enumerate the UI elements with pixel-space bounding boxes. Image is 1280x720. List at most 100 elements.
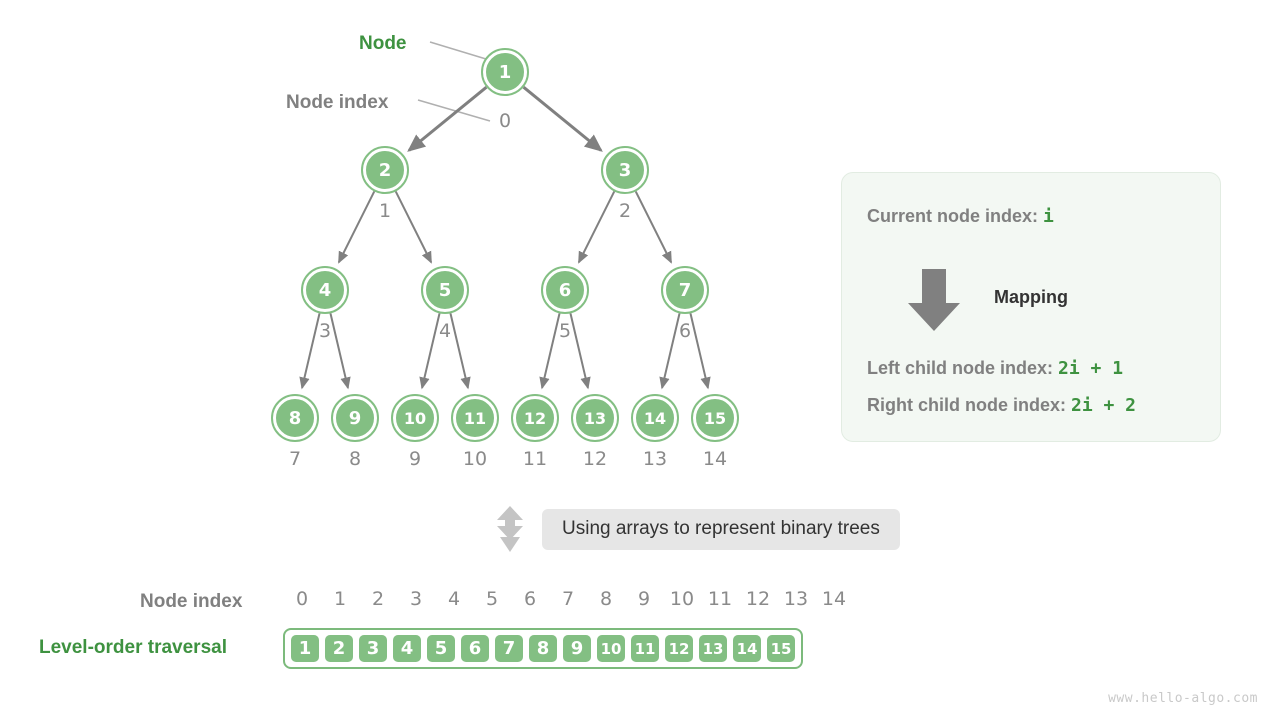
tree-node: 4	[301, 266, 349, 314]
tree-node-circle	[604, 149, 646, 191]
array-index-cell: 14	[821, 588, 847, 610]
tree-node-index-label: 9	[409, 448, 421, 470]
array-index-cell: 6	[523, 588, 537, 610]
tree-node: 1	[481, 48, 529, 96]
tree-node: 8	[271, 394, 319, 442]
tree-edge	[299, 313, 321, 390]
tree-node-ring	[391, 394, 439, 442]
mapping-label: Mapping	[994, 287, 1068, 307]
array-index-cell: 11	[707, 588, 733, 610]
tree-edge	[522, 86, 603, 152]
tree-node-value: 13	[584, 409, 606, 428]
tree-node: 10	[391, 394, 439, 442]
tree-node-circle	[634, 397, 676, 439]
left-child-value: 2i + 1	[1058, 358, 1124, 379]
tree-node-circle	[454, 397, 496, 439]
tree-node-ring	[691, 394, 739, 442]
tree-node-index-label: 8	[349, 448, 361, 470]
array-index-cell: 1	[333, 588, 347, 610]
tree-node-value: 4	[319, 280, 332, 301]
array-index-cell: 9	[637, 588, 651, 610]
tree-node-index-label: 7	[289, 448, 301, 470]
tree-node-index-label: 11	[523, 448, 547, 470]
array-value-cell: 2	[323, 633, 355, 664]
tree-node: 12	[511, 394, 559, 442]
down-arrow-icon	[908, 269, 960, 331]
array-value-cell: 4	[391, 633, 423, 664]
array-value-cell: 3	[357, 633, 389, 664]
tree-edge	[407, 86, 488, 152]
tree-node: 6	[541, 266, 589, 314]
tree-node-index-label: 12	[583, 448, 607, 470]
tree-node-value: 2	[379, 160, 392, 181]
tree-edge	[577, 191, 616, 264]
tree-node-value: 7	[679, 280, 692, 301]
level-order-traversal-label: Level-order traversal	[39, 637, 227, 658]
tree-node-index-label: 3	[319, 320, 331, 342]
array-index-cell: 13	[783, 588, 809, 610]
array-node-index-label: Node index	[140, 591, 243, 612]
tree-node: 2	[361, 146, 409, 194]
array-value-cell: 6	[459, 633, 491, 664]
tree-node-value: 5	[439, 280, 452, 301]
colon-separator: :	[1047, 358, 1059, 378]
tree-edge	[329, 313, 351, 390]
tree-node-circle	[424, 269, 466, 311]
tree-node-ring	[601, 146, 649, 194]
tree-node-index-label: 14	[703, 448, 727, 470]
tree-edge	[539, 313, 561, 390]
tree-node-circle	[334, 397, 376, 439]
array-value-cell: 8	[527, 633, 559, 664]
tree-node-ring	[301, 266, 349, 314]
tree-node-index-label: 0	[499, 110, 511, 132]
tree-edge	[689, 313, 711, 390]
tree-node-ring	[571, 394, 619, 442]
array-value-cell: 12	[663, 633, 695, 664]
tree-node-value: 12	[524, 409, 546, 428]
tree-edge	[394, 191, 433, 264]
array-index-cell: 12	[745, 588, 771, 610]
array-value-cell: 10	[595, 633, 627, 664]
tree-node-index-label: 1	[379, 200, 391, 222]
current-node-index-value: i	[1043, 206, 1054, 227]
tree-edge	[659, 313, 681, 390]
tree-node-value: 6	[559, 280, 572, 301]
annotation-leader-lines	[417, 41, 491, 122]
tree-edge	[569, 313, 591, 390]
tree-node: 3	[601, 146, 649, 194]
tree-node-value: 15	[704, 409, 726, 428]
annotation-node-index-label: Node index	[286, 92, 389, 113]
tree-edge	[449, 313, 471, 390]
tree-node-ring	[271, 394, 319, 442]
tree-node: 13	[571, 394, 619, 442]
mapping-row: Mapping	[902, 265, 1202, 335]
right-child-value: 2i + 2	[1071, 395, 1137, 416]
tree-node: 15	[691, 394, 739, 442]
tree-edges	[299, 86, 711, 390]
tree-node-circle	[274, 397, 316, 439]
array-index-cell: 0	[295, 588, 309, 610]
tree-node-circle	[364, 149, 406, 191]
array-value-cell: 1	[289, 633, 321, 664]
tree-edge	[337, 191, 376, 264]
tree-node: 14	[631, 394, 679, 442]
tree-node-value: 8	[289, 408, 302, 429]
array-index-cell: 4	[447, 588, 461, 610]
tree-node-index-label: 5	[559, 320, 571, 342]
tree-node-ring	[361, 146, 409, 194]
colon-separator: :	[1032, 206, 1044, 226]
tree-node-value: 9	[349, 408, 362, 429]
tree-node: 9	[331, 394, 379, 442]
tree-node-value: 3	[619, 160, 632, 181]
tree-node-circle	[574, 397, 616, 439]
tree-node-value: 14	[644, 409, 666, 428]
colon-separator: :	[1060, 395, 1071, 415]
tree-node-circle	[694, 397, 736, 439]
transition-caption: Using arrays to represent binary trees	[542, 509, 900, 550]
current-node-index-line: Current node index: i	[867, 206, 1054, 227]
tree-node-ring	[481, 48, 529, 96]
